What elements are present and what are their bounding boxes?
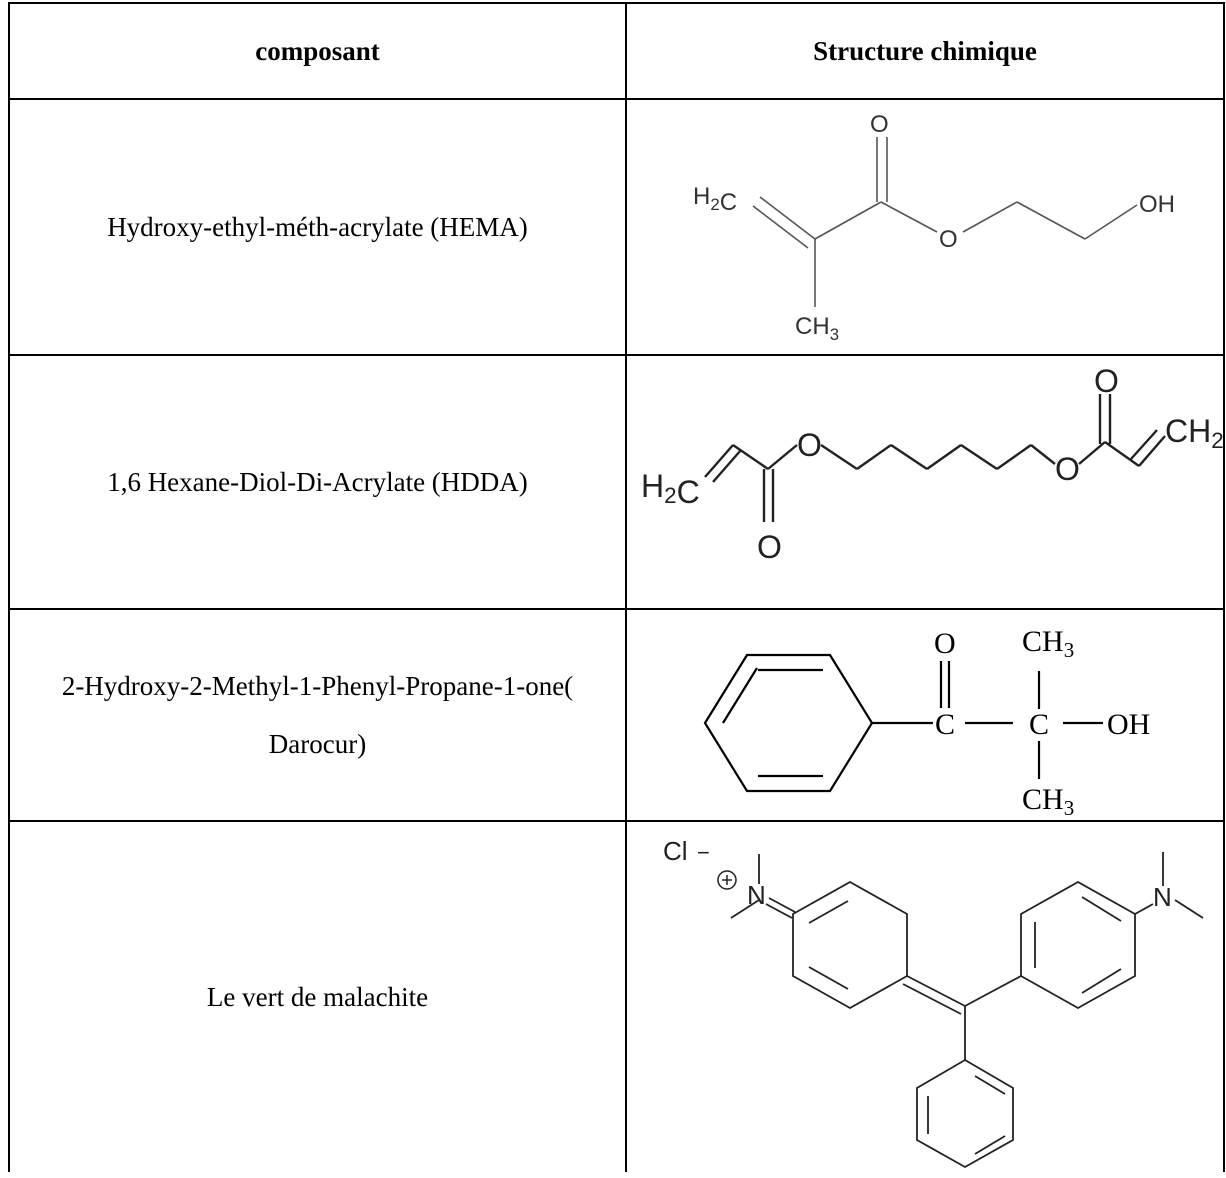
svg-text:C: C [935,708,955,741]
svg-text:O: O [797,427,822,463]
hdda-structure: H2C O O O O CH2 [641,363,1224,565]
component-name: Hydroxy-ethyl-méth-acrylate (HEMA) [8,98,627,356]
svg-text:CH3: CH3 [795,313,839,344]
components-table: composant Structure chimique Hydroxy-eth… [8,2,1225,1172]
svg-text:OH: OH [1139,191,1175,218]
svg-text:N: N [1153,882,1172,912]
table-row: 2-Hydroxy-2-Methyl-1-Phenyl-Propane-1-on… [8,608,1225,822]
header-structure: Structure chimique [625,2,1225,100]
svg-text:CH2: CH2 [1165,413,1224,453]
svg-text:O: O [939,226,958,253]
hema-structure: H2C O O OH CH3 [693,111,1175,344]
component-name: 1,6 Hexane-Diol-Di-Acrylate (HDDA) [8,354,627,610]
header-row: composant Structure chimique [8,2,1225,100]
malachite-green-structure: Cl − N N [663,836,1204,1169]
svg-text:C: C [1029,708,1049,741]
svg-text:CH3: CH3 [1022,783,1074,820]
structure-cell: H2C O O O O CH2 [625,354,1225,610]
svg-text:O: O [870,111,889,138]
svg-text:O: O [934,627,956,660]
svg-text:H2C: H2C [693,183,737,216]
table-row: Hydroxy-ethyl-méth-acrylate (HEMA) H2C O [8,98,1225,356]
structure-cell: Cl − N N [625,820,1225,1172]
svg-text:H2C: H2C [641,468,700,510]
svg-text:O: O [757,529,782,565]
svg-text:OH: OH [1107,708,1150,741]
svg-text:−: − [697,840,710,865]
svg-text:N: N [747,880,766,910]
svg-text:Cl: Cl [663,836,688,866]
component-name: Le vert de malachite [8,820,627,1172]
table-row: Le vert de malachite [8,820,1225,1172]
darocur-structure: O CH3 C C OH CH3 [703,625,1150,820]
svg-text:O: O [1094,363,1119,399]
header-component: composant [8,2,627,100]
svg-text:CH3: CH3 [1022,625,1074,662]
svg-text:O: O [1055,451,1080,487]
structure-cell: O CH3 C C OH CH3 [625,608,1225,822]
component-name: 2-Hydroxy-2-Methyl-1-Phenyl-Propane-1-on… [8,608,627,822]
table-row: 1,6 Hexane-Diol-Di-Acrylate (HDDA) [8,354,1225,610]
structure-cell: H2C O O OH CH3 [625,98,1225,356]
